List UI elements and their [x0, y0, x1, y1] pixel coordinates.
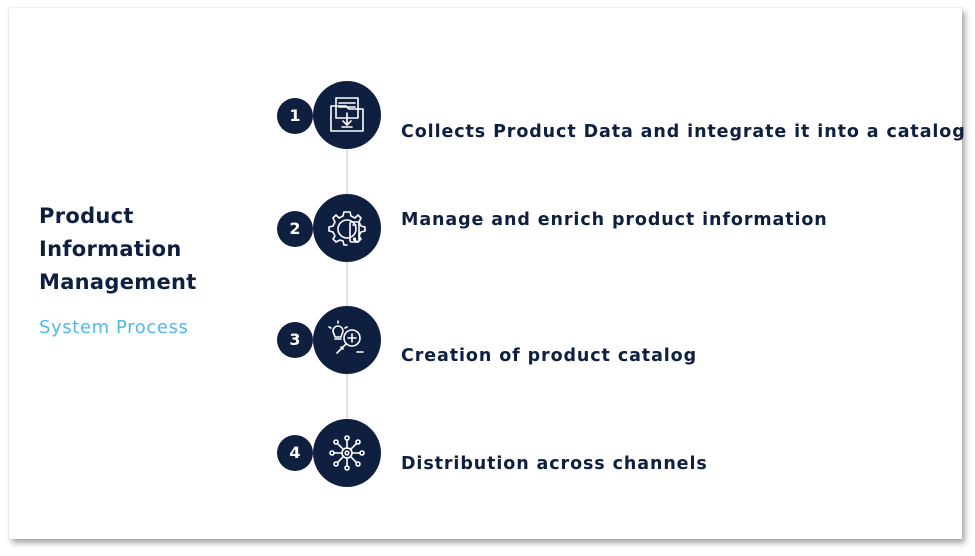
- step-label: Distribution across channels: [401, 454, 708, 474]
- gear-phone-icon: [313, 194, 381, 262]
- step-label: Collects Product Data and integrate it i…: [401, 122, 966, 142]
- step-label: Creation of product catalog: [401, 346, 698, 366]
- page-subtitle: System Process: [39, 317, 189, 338]
- slide-card: Product Information Management System Pr…: [9, 8, 965, 539]
- step-number-badge: 1: [277, 98, 313, 134]
- process-step-1: 1 Collects Product Data and integrate it…: [9, 80, 965, 150]
- folder-download-icon: [313, 81, 381, 149]
- page-title: Product Information Management: [39, 204, 197, 294]
- timeline-connector: [346, 128, 348, 468]
- process-step-2: 2 Manage and enrich product information: [9, 192, 962, 262]
- idea-search-icon: [313, 306, 381, 374]
- step-label: Manage and enrich product information: [401, 210, 828, 230]
- network-hub-icon: [313, 419, 381, 487]
- step-number-badge: 2: [277, 211, 313, 247]
- step-number-badge: 4: [277, 435, 313, 471]
- step-number-badge: 3: [277, 322, 313, 358]
- process-step-3: 3 Creation of product catalog: [9, 306, 962, 376]
- process-step-4: 4 Distribution across channels: [9, 418, 962, 488]
